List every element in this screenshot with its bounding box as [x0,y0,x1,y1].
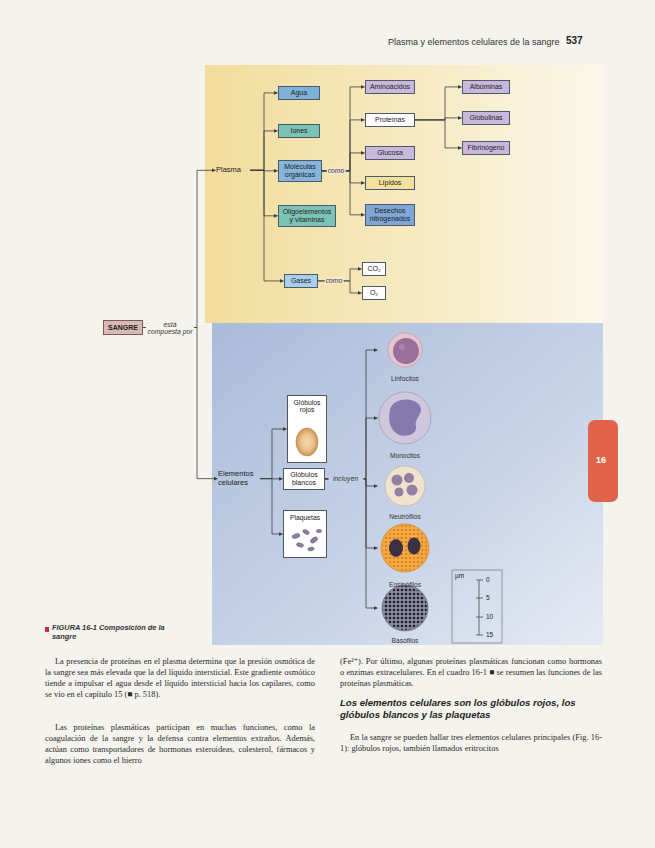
section-heading: Los elementos celulares son los glóbulos… [340,697,602,720]
node-text: Globulinas [466,114,506,122]
monocyte-image [379,392,431,444]
connector-label: está compuesta por [146,320,194,335]
scale-unit: µm [455,572,475,579]
root-box: SANGRE [103,320,143,335]
page-number: 537 [566,35,596,46]
node-text: Glóbulos blancos [287,471,321,487]
platelet-box-ground [283,510,327,558]
connector-label: incluyen [328,475,363,482]
node-text: Plasma [216,166,250,175]
node-text: Agua [282,89,316,97]
node-text: SANGRE [108,324,138,331]
cell-box: Glóbulos blancos [283,468,325,490]
component-box: Globulinas [462,111,510,125]
node-text: Glóbulos rojos [290,399,324,414]
connector-arrow [325,418,378,479]
cell-box: Glóbulos rojos [287,395,327,463]
node-text: Glucosa [369,149,411,157]
node-text: Moléculas orgánicas [282,163,318,179]
component-box: Iones [278,124,320,138]
node-text: Neutrófilos [378,513,432,520]
component-box: Lípidos [365,176,415,190]
scale-tick: 5 [486,594,500,601]
cell-image: Basófilos [378,583,432,644]
connector-arrow [143,328,218,479]
scale-tick: 0 [486,576,500,583]
node-text: Gases [288,277,314,285]
basophil-image [382,585,428,631]
figure-caption: FIGURA 16-1 Composición de la sangre [52,624,177,642]
cell-image: Eosinófilos [378,522,432,588]
gas-box: O₂ [362,286,386,300]
body-paragraph: En la sangre se pueden hallar tres eleme… [340,732,602,754]
node-text: CO₂ [366,265,382,273]
node-text: Basófilos [378,637,432,644]
connector-arrow [322,120,365,171]
node-text: Fibrinógeno [466,144,506,152]
connector-arrow [415,87,462,120]
node-text: Eosinófilos [378,581,432,588]
chapter-tab-number: 16 [590,455,612,465]
cell-image: Monocitos [378,390,432,459]
scale-tick: 15 [486,631,500,638]
platelet-image [291,529,321,552]
category-label: Plasma [216,166,250,175]
node-text: O₂ [366,289,382,297]
node-text: Aminoácidos [369,83,411,91]
component-box: Oligoelementos y vitaminas [278,205,336,227]
connector-arrow [143,170,216,327]
chapter-tab [588,420,618,502]
body-paragraph: La presencia de proteínas en el plasma d… [45,656,315,700]
component-box: Fibrinógeno [462,141,510,155]
category-label: Elementos celulares [218,470,260,487]
node-text: Elementos celulares [218,470,260,487]
component-box: Aminoácidos [365,80,415,94]
connector-label: como [327,167,346,174]
node-text: Proteínas [369,116,411,124]
node-text: Monocitos [378,452,432,459]
connector-arrow [250,93,278,170]
connector-arrow [325,350,378,479]
connector-arrow [260,479,283,534]
component-box: Albúminas [462,80,510,94]
connector-arrow [325,479,378,608]
cell-image: Linfocitos [378,331,432,382]
component-box: Moléculas orgánicas [278,160,322,182]
rbc-image [296,428,318,456]
component-box: Agua [278,86,320,100]
scale-bar [452,570,502,643]
connector-arrow [325,479,378,548]
lymphocyte-image [388,333,422,367]
node-text: Lípidos [369,179,411,187]
cell-image: Neutrófilos [378,464,432,520]
connector-label: como [325,277,344,284]
component-box: Proteínas [365,113,415,127]
body-paragraph: Las proteínas plasmáticas participan en … [45,722,315,766]
node-text: Albúminas [466,83,506,91]
cell-box: Plaquetas [283,510,327,558]
scale-tick: 10 [486,613,500,620]
node-text: Linfocitos [378,375,432,382]
node-text: Oligoelementos y vitaminas [282,208,332,224]
node-text: Plaquetas [286,514,324,521]
body-paragraph: (Fe²⁺). Por último, algunas proteínas pl… [340,656,602,689]
caption-marker [45,627,49,632]
eosinophil-image [381,524,429,572]
node-text: Iones [282,127,316,135]
component-box: Gases [284,274,318,288]
component-box: Desechos nitrogenados [365,204,415,226]
component-box: Glucosa [365,146,415,160]
connector-arrow [250,131,278,170]
cells-band [212,323,603,645]
rbc-box-ground [287,395,327,463]
plasma-band [205,65,603,323]
gas-box: CO₂ [362,262,386,276]
node-text: Desechos nitrogenados [369,207,411,223]
neutrophil-image [385,466,425,506]
connector-arrow [415,120,462,148]
running-head: Plasma y elementos celulares de la sangr… [388,37,566,47]
connector-arrow [322,87,365,171]
